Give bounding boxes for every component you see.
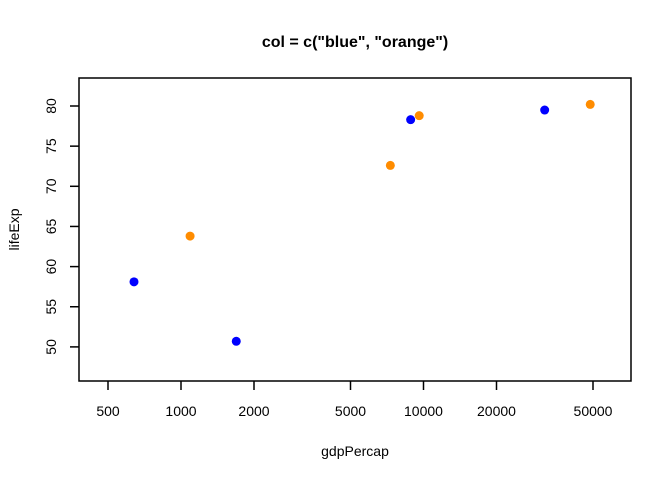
data-point — [414, 111, 424, 121]
data-point — [406, 115, 416, 125]
y-tick-label: 65 — [43, 218, 59, 234]
y-tick-label: 70 — [43, 178, 59, 194]
data-point — [585, 99, 595, 109]
y-tick-label: 55 — [43, 299, 59, 315]
data-point — [540, 105, 550, 115]
y-tick-label: 75 — [43, 138, 59, 154]
chart-title: col = c("blue", "orange") — [262, 34, 448, 51]
y-tick-label: 80 — [43, 98, 59, 114]
y-tick-label: 60 — [43, 259, 59, 275]
x-tick-label: 10000 — [404, 403, 443, 419]
x-tick-label: 5000 — [335, 403, 366, 419]
data-points — [129, 99, 595, 346]
y-axis: 50 55 60 65 70 75 80 — [43, 98, 80, 355]
x-axis-label: gdpPercap — [321, 443, 389, 459]
x-axis: 500 1000 2000 5000 10000 20000 50000 — [96, 380, 613, 419]
x-tick-label: 20000 — [477, 403, 516, 419]
x-tick-label: 50000 — [574, 403, 613, 419]
x-tick-label: 500 — [96, 403, 120, 419]
x-tick-label: 1000 — [165, 403, 196, 419]
plot-frame — [78, 77, 632, 382]
y-tick-label: 50 — [43, 339, 59, 355]
data-point — [129, 277, 139, 287]
data-point — [185, 231, 195, 241]
y-axis-label: lifeExp — [6, 208, 22, 250]
data-point — [231, 336, 241, 346]
data-point — [385, 160, 395, 170]
x-tick-label: 2000 — [238, 403, 269, 419]
